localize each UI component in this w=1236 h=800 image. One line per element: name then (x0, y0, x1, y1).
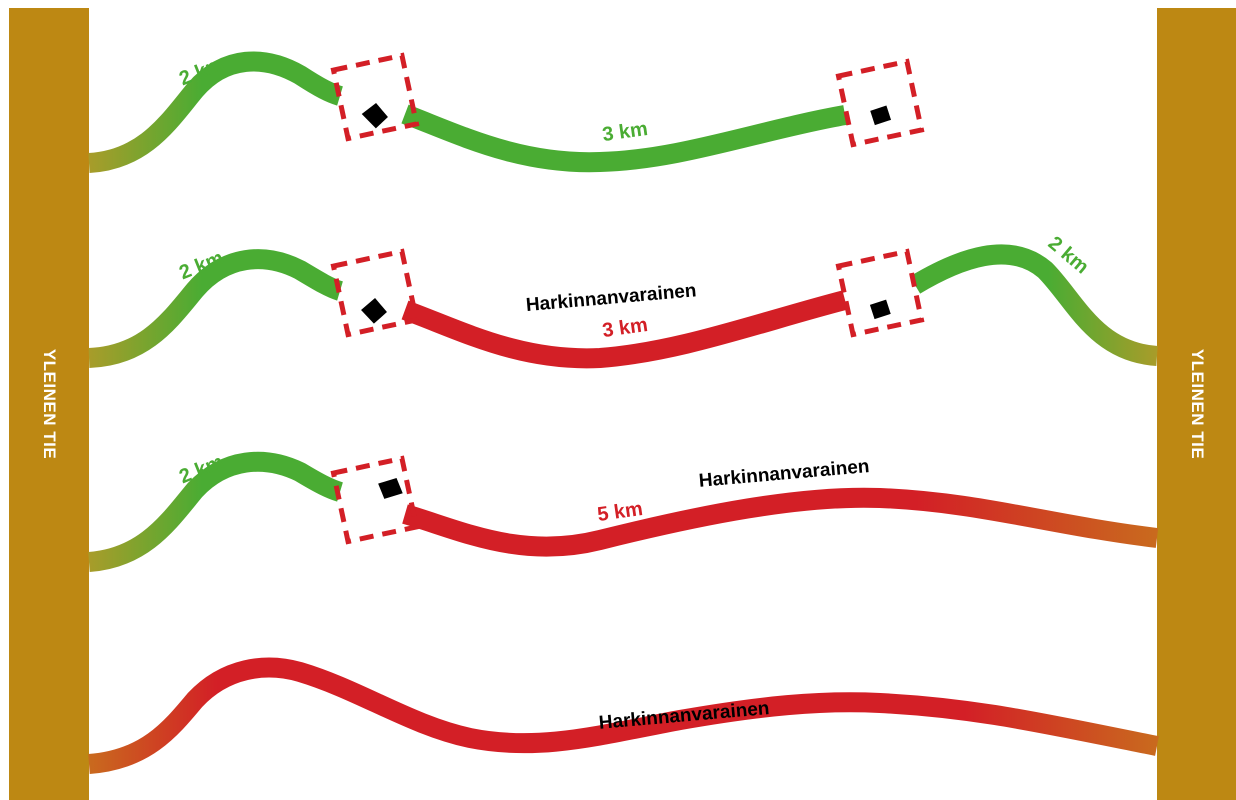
row-3-discretionary-label: Harkinnanvarainen (698, 456, 870, 492)
row-1-middle-segment (401, 104, 847, 173)
row-2-middle-segment (401, 290, 848, 369)
row-1-property-b-boundary (835, 58, 925, 148)
public-road-left: YLEINEN TIE (9, 8, 89, 800)
row-1-left-segment (88, 51, 344, 173)
row-2-right-segment (909, 244, 1159, 366)
row-2-property-b-boundary (835, 248, 925, 338)
row-2-property-a-house-icon (361, 298, 387, 324)
row-3-property-a (330, 455, 420, 545)
row-4: Harkinnanvarainen (88, 657, 1159, 774)
row-2-property-b (835, 248, 925, 338)
row-2-discretionary-label: Harkinnanvarainen (525, 280, 697, 316)
row-1-middle-distance: 3 km (601, 118, 649, 146)
row-1-property-a-boundary (330, 52, 420, 142)
row-4-segment (88, 657, 1159, 774)
row-2-property-a (330, 248, 420, 338)
row-2: 2 km 3 km 2 km Harkinnanvarainen (88, 232, 1159, 369)
row-1-property-a (330, 52, 420, 142)
row-1: 2 km 3 km (88, 51, 925, 173)
row-2-property-b-house-icon (869, 299, 891, 320)
row-3-left-segment (87, 451, 344, 572)
row-3-right-segment (402, 487, 1159, 557)
row-1-property-b (835, 58, 925, 148)
row-3: 2 km 5 km Harkinnanvarainen (87, 451, 1159, 572)
row-1-property-a-house-icon (361, 103, 388, 129)
row-2-property-a-boundary (330, 248, 420, 338)
row-3-property-a-house-icon (378, 477, 403, 499)
row-3-property-a-boundary (330, 455, 420, 545)
public-road-right: YLEINEN TIE (1157, 8, 1236, 800)
row-2-left-segment (88, 249, 344, 368)
row-2-middle-distance: 3 km (601, 314, 649, 342)
row-1-property-b-house-icon (870, 105, 892, 126)
